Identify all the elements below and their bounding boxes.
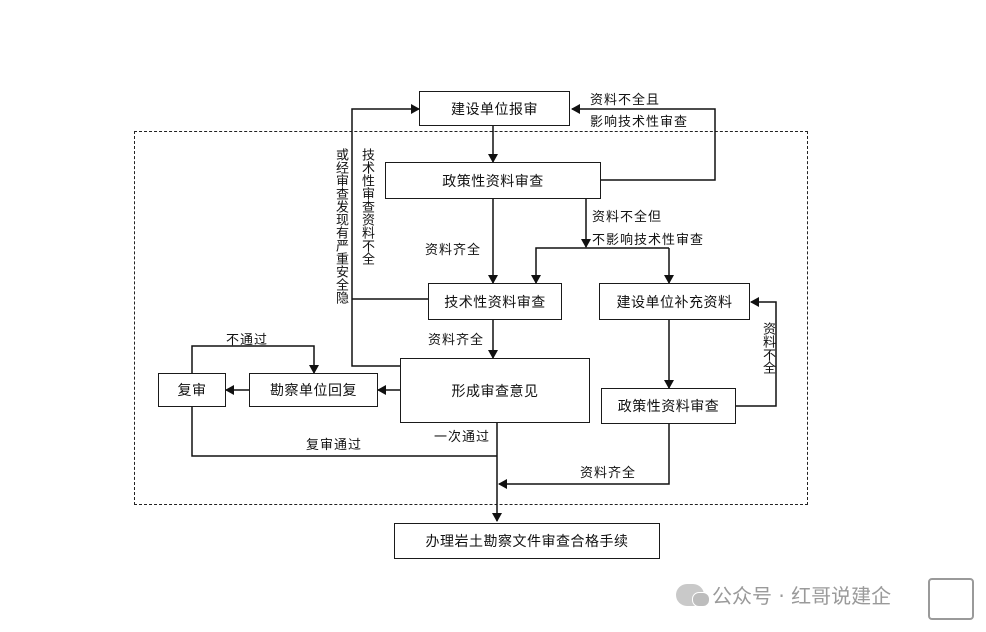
node-tech-review: 技术性资料审查 — [428, 283, 562, 320]
label-tech-incomplete: 技术性审查资料不全 — [359, 148, 374, 265]
label-incomplete-not-affect-2: 不影响技术性审查 — [592, 233, 705, 248]
label-re-review-passed: 复审通过 — [306, 438, 363, 453]
label-incomplete-affects-1: 资料不全且 — [590, 93, 661, 108]
label-incomplete-not-affect-1: 资料不全但 — [592, 210, 663, 225]
node-final: 办理岩土勘察文件审查合格手续 — [394, 523, 660, 559]
node-construction-submit: 建设单位报审 — [419, 91, 570, 126]
edge-branch-to-tech — [531, 247, 669, 284]
label-supplement-incomplete: 资料不全 — [760, 322, 775, 374]
node-re-review: 复审 — [158, 373, 226, 407]
edge-opinion-back-to-submit — [351, 104, 420, 367]
label-complete-1: 资料齐全 — [425, 243, 482, 258]
edge-policy2-to-final — [498, 424, 670, 489]
node-survey-reply: 勘察单位回复 — [249, 373, 378, 407]
edge-rereview-fail — [191, 345, 319, 374]
watermark: 公众号 · 红哥说建企 — [676, 580, 891, 609]
wechat-icon — [676, 583, 710, 607]
watermark-text: 公众号 · 红哥说建企 — [712, 584, 892, 608]
label-complete-3: 资料齐全 — [580, 466, 637, 481]
watermark-logo-icon — [928, 578, 974, 620]
label-pass-first: 一次通过 — [434, 430, 491, 445]
label-safety-hazard: 或经审查发现有严重安全隐 — [333, 148, 348, 304]
node-opinion: 形成审查意见 — [400, 358, 590, 423]
label-not-passed: 不通过 — [226, 333, 269, 348]
review-scope-dashed-border — [134, 131, 808, 505]
edge-rereview-pass — [191, 407, 497, 457]
label-complete-2: 资料齐全 — [428, 333, 485, 348]
node-supplement: 建设单位补充资料 — [599, 283, 750, 320]
node-policy-review-2: 政策性资料审查 — [601, 388, 736, 424]
node-policy-review: 政策性资料审查 — [385, 162, 601, 199]
label-incomplete-affects-2: 影响技术性审查 — [590, 115, 689, 130]
edge-policy-back-to-submit — [571, 104, 716, 181]
edge-policy2-back — [736, 297, 777, 407]
